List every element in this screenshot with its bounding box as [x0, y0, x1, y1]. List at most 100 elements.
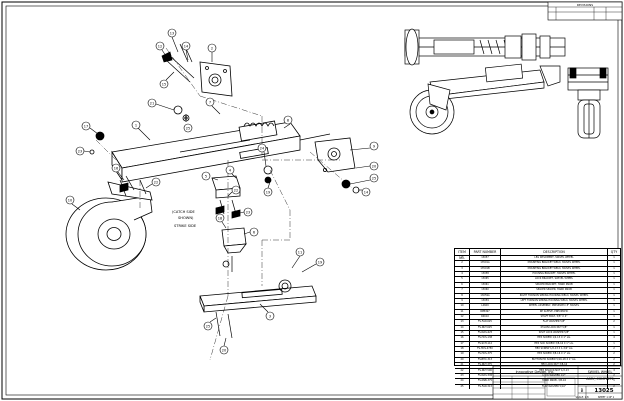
bom-cell-description: SPACER BRACKET, HAND KNOB	[501, 282, 608, 288]
svg-text:18: 18	[218, 217, 222, 221]
bom-cell-qty: 1	[613, 304, 615, 308]
bom-cell-item: 18	[455, 347, 470, 352]
bom-cell-part: FS-BHC-313	[470, 357, 501, 363]
inner-border	[5, 5, 619, 396]
bom-cell-qty: 2	[613, 320, 615, 324]
bom-cell-qty: 1	[613, 293, 615, 297]
bom-cell-item: 21	[455, 363, 470, 368]
svg-text:20: 20	[222, 349, 226, 353]
svg-text:7: 7	[209, 101, 211, 105]
balloon	[65, 195, 75, 205]
svg-text:9: 9	[373, 145, 375, 149]
drawing-scale: SCALE: 1:8	[575, 396, 589, 399]
svg-text:12: 12	[158, 45, 162, 49]
drawing-sheet-number: SHEET 1 OF 1	[598, 396, 615, 399]
bom-cell-part: RPB497	[470, 309, 501, 314]
title-block: Innovative Design, Inc. SWIVEL WHEEL ASS…	[492, 365, 623, 400]
balloon	[147, 98, 157, 108]
svg-text:13: 13	[170, 32, 174, 36]
svg-text:5: 5	[205, 175, 207, 179]
balloon	[75, 146, 85, 156]
bom-cell-part: FS-HCS-375	[470, 352, 501, 357]
bom-cell-item: 11	[455, 309, 470, 314]
bom-cell-part: 13058	[470, 272, 501, 277]
bom-cell-qty: 2	[613, 357, 615, 361]
svg-text:1: 1	[135, 124, 137, 128]
mounting-bracket	[199, 61, 233, 97]
bom-cell-part: 13060	[470, 288, 501, 293]
svg-text:21: 21	[150, 102, 154, 106]
company-logo	[546, 377, 576, 397]
balloon	[369, 161, 379, 171]
balloon	[315, 257, 325, 267]
swivel-wheel	[65, 181, 153, 271]
balloon	[257, 143, 267, 153]
bom-cell-item: 16	[455, 336, 470, 341]
bom-cell-part: FS-WAS-500	[470, 373, 501, 379]
bom-cell-description: MOUNTING BRACKET WELD, SWIVEL WHEEL	[501, 266, 608, 272]
balloon	[265, 311, 275, 321]
bom-header-row: ITEM NO. PART NUMBER DESCRIPTION QTY	[455, 249, 620, 260]
drawing-number: 13025	[594, 388, 613, 394]
bom-cell-qty: 2	[613, 347, 615, 351]
bom-cell-item: 20	[455, 357, 470, 363]
bom-cell-qty: 1	[613, 331, 615, 335]
balloon	[361, 187, 371, 197]
bom-header-description: DESCRIPTION	[501, 249, 608, 255]
balloon	[207, 43, 217, 53]
bom-cell-description: SPLIT LOCK WASHER 5/8"	[501, 331, 608, 336]
bom-cell-item: 10	[455, 304, 470, 309]
bom-cell-description: FLAT WASHER 5/8"	[501, 320, 608, 325]
balloon	[111, 163, 121, 173]
balloon	[231, 185, 241, 195]
balloon	[283, 115, 293, 125]
bom-cell-item: 22	[455, 368, 470, 373]
bom-cell-qty: 1	[613, 298, 615, 302]
bom-cell-qty: 1	[613, 261, 615, 265]
svg-text:14: 14	[184, 45, 189, 49]
svg-text:3: 3	[269, 315, 271, 319]
svg-text:19: 19	[266, 191, 270, 195]
bom-header-part: PART NUMBER	[470, 249, 501, 255]
balloon	[201, 171, 211, 181]
bom-cell-qty: 1	[613, 277, 615, 281]
bom-cell-description: HEX SCREW 3/8-16 X 1" LG.	[501, 352, 608, 357]
balloon	[205, 97, 215, 107]
bom-cell-description: LOCK BRACKET, SWIVEL WHEEL	[501, 277, 608, 282]
svg-text:10: 10	[68, 199, 72, 203]
bom-cell-part: FS-WAS-625	[470, 331, 501, 336]
balloon	[183, 123, 193, 133]
balloon	[155, 41, 165, 51]
svg-text:22: 22	[234, 189, 238, 193]
top-view	[404, 28, 566, 66]
bom-cell-item: 24	[455, 379, 470, 384]
bom-cell-item: 4	[455, 272, 470, 277]
revision-header: REVISIONS	[577, 3, 593, 7]
bom-cell-description: FLAT WASHER 5/16"	[501, 384, 608, 389]
bom-cell-part: FS-FLW-313	[470, 384, 501, 389]
revision-block: REVISIONS	[547, 1, 623, 21]
bom-cell-item: 9	[455, 298, 470, 304]
balloon	[81, 121, 91, 131]
drawing-size: B	[581, 388, 584, 393]
bom-cell-part: FS-FLW-625	[470, 320, 501, 325]
bom-cell-qty: 1	[613, 341, 615, 345]
callout-note: (CATCH SIDE SHOWN) STRIKE SIDE	[172, 210, 197, 228]
bom-cell-qty: 4	[613, 368, 615, 372]
bom-cell-qty: 1	[613, 309, 615, 313]
svg-text:17: 17	[84, 125, 88, 129]
balloon	[181, 41, 191, 51]
